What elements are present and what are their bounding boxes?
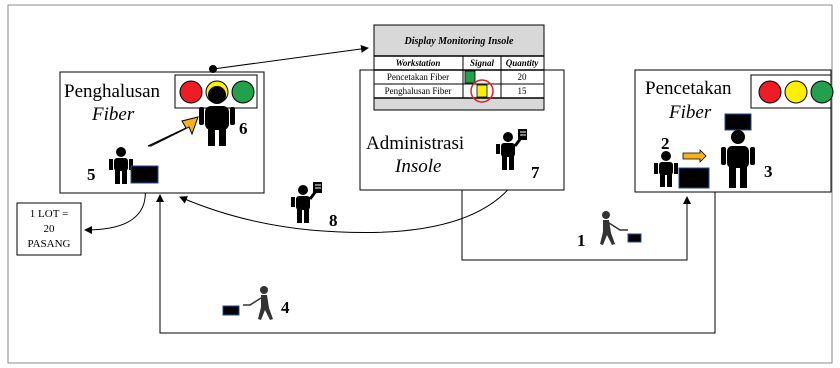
highlight-circle-icon — [470, 79, 494, 103]
display-monitoring-table: Display Monitoring Insole Workstation Si… — [373, 24, 545, 111]
station-title: Penghalusan — [64, 81, 161, 102]
col-header-workstation: Workstation — [396, 58, 441, 68]
flow-curve-admin-to-penghalusan — [179, 171, 522, 234]
green-light-icon — [810, 80, 834, 104]
flow-line-pencetakan-to-penghalusan — [156, 190, 716, 334]
step-number-7: 7 — [531, 163, 540, 182]
step-number-1: 1 — [577, 231, 586, 250]
table-row: Penghalusan Fiber 15 — [385, 84, 528, 98]
orange-arrow-icon — [147, 116, 199, 147]
col-header-quantity: Quantity — [506, 58, 540, 68]
signal-dot-icon — [209, 65, 217, 73]
lot-size-note: 1 LOT = 20 PASANG — [16, 202, 82, 256]
cell-workstation: Penghalusan Fiber — [385, 86, 452, 96]
red-light-icon — [179, 80, 203, 104]
step-number-5: 5 — [87, 165, 96, 184]
col-header-signal: Signal — [470, 58, 495, 68]
monitor-title: Display Monitoring Insole — [404, 36, 514, 47]
note-line: 20 — [44, 223, 56, 235]
signal-line-to-display — [212, 44, 369, 70]
cell-workstation: Pencetakan Fiber — [387, 72, 449, 82]
outer-frame — [7, 4, 833, 364]
operator-person-icon — [199, 86, 235, 146]
signal-green-icon — [464, 70, 476, 84]
step-number-8: 8 — [329, 211, 338, 230]
station-penghalusan: Penghalusan Fiber — [59, 65, 265, 194]
cell-quantity: 15 — [518, 86, 528, 96]
flow-line-admin-to-pencetakan — [461, 190, 691, 261]
signal-yellow-icon — [476, 84, 488, 98]
flow-curve-to-lot-note — [84, 186, 146, 234]
station-subtitle: Fiber — [668, 102, 712, 123]
note-line: 1 LOT = — [30, 208, 68, 220]
red-light-icon — [758, 80, 782, 104]
station-title: Administrasi — [366, 133, 464, 154]
traffic-light-pencetakan — [750, 74, 834, 109]
green-light-icon — [231, 80, 255, 104]
worker-with-bin-icon — [654, 149, 710, 189]
table-row: Pencetakan Fiber 20 — [387, 70, 528, 84]
note-line: PASANG — [27, 238, 70, 250]
operator-with-bin-icon — [721, 113, 755, 188]
station-pencetakan: Pencetakan Fiber — [634, 69, 834, 193]
station-subtitle: Fiber — [91, 104, 135, 125]
admin-person-icon — [291, 182, 322, 223]
station-subtitle: Insole — [394, 156, 441, 177]
step-number-2: 2 — [661, 134, 670, 153]
yellow-light-icon — [784, 80, 808, 104]
worker-with-bin-icon — [109, 147, 159, 184]
admin-person-icon — [496, 129, 527, 170]
walking-mover-icon — [222, 286, 273, 320]
walking-mover-icon — [600, 211, 642, 245]
step-number-6: 6 — [239, 119, 248, 138]
cell-quantity: 20 — [518, 72, 528, 82]
station-title: Pencetakan — [645, 78, 732, 99]
step-number-4: 4 — [281, 298, 290, 317]
step-number-3: 3 — [764, 162, 773, 181]
